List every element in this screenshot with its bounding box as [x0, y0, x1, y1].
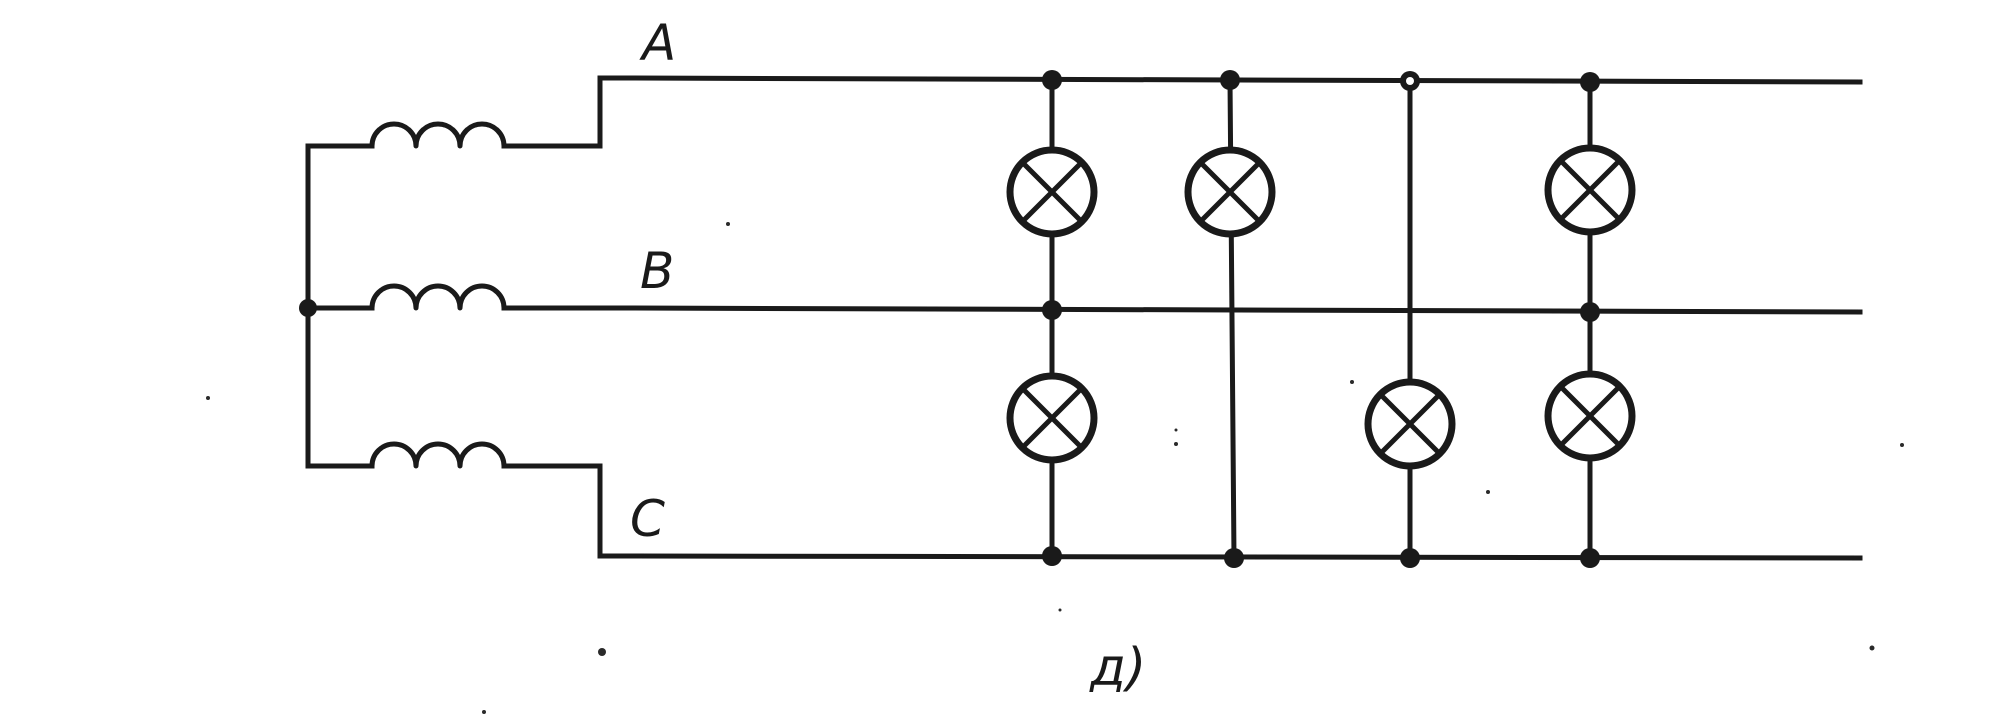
lamp-icon: [1006, 372, 1098, 464]
scan-speck: [1174, 442, 1178, 446]
scan-speck: [482, 710, 486, 714]
generator-winding-b: [305, 283, 623, 311]
load-column-2: [1184, 70, 1276, 568]
figure-caption: д): [1089, 638, 1146, 698]
scan-speck: [726, 222, 730, 226]
lamp-icon: [1006, 146, 1098, 238]
phase-line-b: [617, 305, 1863, 315]
inductor-coil-icon: [369, 121, 507, 149]
generator-winding-c: [305, 441, 623, 559]
phase-label-c: C: [630, 490, 665, 548]
scan-speck: [1058, 608, 1062, 612]
lamp-icon: [1544, 370, 1636, 462]
scan-speck: [1350, 380, 1354, 384]
inductor-coil-icon: [369, 283, 507, 311]
phase-label-b: B: [640, 242, 674, 300]
scan-speck: [1174, 428, 1178, 432]
load-column-1: [1006, 70, 1098, 566]
scan-speck: [206, 396, 210, 400]
scan-speck: [1900, 443, 1904, 447]
load-column-4: [1544, 72, 1636, 568]
inductor-coil-icon: [369, 441, 507, 469]
generator-winding-a: [305, 75, 623, 149]
phase-label-a: A: [639, 14, 676, 72]
lamp-icon: [1544, 144, 1636, 236]
load-column-3: [1364, 71, 1456, 568]
scan-speck: [598, 648, 606, 656]
lamp-icon: [1184, 146, 1276, 238]
scan-speck: [1869, 645, 1875, 651]
lamp-icon: [1364, 378, 1456, 470]
scan-speck: [1486, 490, 1490, 494]
star-point-node: [299, 299, 317, 317]
